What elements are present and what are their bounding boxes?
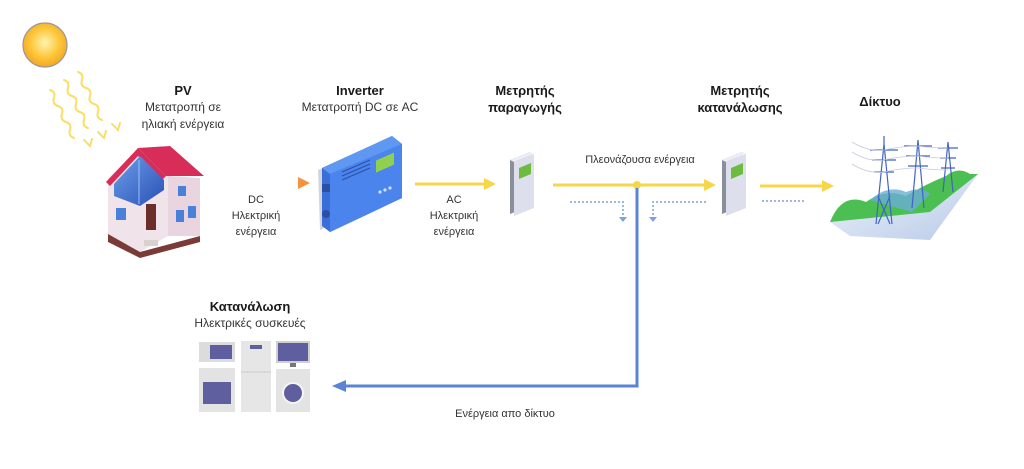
surplus-flow-label: Πλεονάζουσα ενέργεια (585, 154, 695, 166)
inverter-icon (318, 136, 402, 232)
ac-label-line1: AC (446, 194, 462, 206)
surplus-flow-arrow (553, 179, 716, 191)
solar-house-icon (106, 146, 204, 258)
consumption-subtitle: Ηλεκτρικές συσκευές (194, 316, 306, 330)
consumption-title: Κατανάλωση (209, 299, 291, 314)
power-grid-icon (830, 136, 978, 240)
from-grid-flow-label: Ενέργεια απο δίκτυο (455, 408, 555, 420)
production-meter-label: Μετρητής παραγωγής (480, 82, 570, 116)
pv-title: PV (174, 83, 192, 98)
dc-label-line2: Ηλεκτρική (231, 210, 281, 222)
inverter-title: Inverter (336, 83, 384, 98)
production-meter-title-line1: Μετρητής (495, 83, 555, 98)
inverter-label: Inverter Μετατροπή DC σε AC (290, 82, 430, 116)
pv-subtitle-line2: ηλιακή ενέργεια (141, 117, 225, 131)
ac-flow-arrow (415, 178, 496, 190)
dc-flow-arrow (204, 177, 310, 189)
consumption-meter-icon (722, 152, 746, 216)
inverter-subtitle: Μετατροπή DC σε AC (301, 100, 419, 114)
ac-label-line2: Ηλεκτρική (429, 210, 479, 222)
from-grid-flow-arrow (332, 188, 639, 392)
pv-subtitle-line1: Μετατροπή σε (145, 100, 221, 114)
ac-flow-label: AC Ηλεκτρική ενέργεια (414, 192, 494, 240)
consumption-meter-title-line1: Μετρητής (710, 83, 770, 98)
dotted-arrowhead (619, 217, 627, 222)
pv-label: PV Μετατροπή σε ηλιακή ενέργεια (128, 82, 238, 133)
dotted-flow-arrows (570, 200, 806, 218)
sun-rays-icon (49, 71, 121, 148)
to-grid-flow-arrow (760, 180, 834, 192)
appliances-icon (199, 341, 310, 412)
grid-label: Δίκτυο (845, 93, 915, 110)
consumption-meter-title-line2: κατανάλωσης (697, 100, 783, 115)
sun-icon (22, 22, 68, 68)
production-meter-icon (510, 152, 534, 216)
dotted-arrowhead (649, 217, 657, 222)
consumption-label: Κατανάλωση Ηλεκτρικές συσκευές (180, 298, 320, 332)
grid-title: Δίκτυο (859, 94, 901, 109)
dc-label-line1: DC (248, 194, 264, 206)
ac-label-line3: ενέργεια (433, 226, 475, 238)
dc-label-line3: ενέργεια (235, 226, 277, 238)
production-meter-title-line2: παραγωγής (488, 100, 562, 115)
dc-flow-label: DC Ηλεκτρική ενέργεια (216, 192, 296, 240)
consumption-meter-label: Μετρητής κατανάλωσης (690, 82, 790, 116)
